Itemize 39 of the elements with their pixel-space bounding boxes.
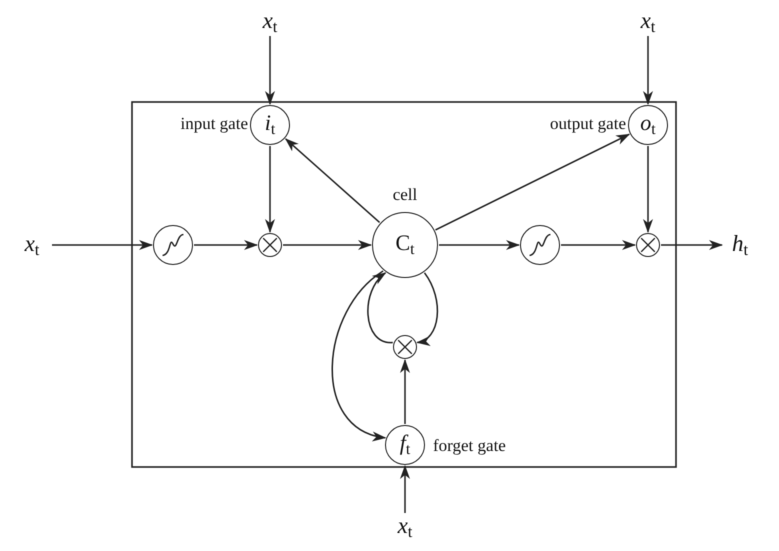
arrow (561, 240, 636, 250)
node-caption: output gate (550, 115, 626, 132)
variable-symbol: x$_{t}$ (398, 514, 412, 540)
cell-circle (372, 212, 438, 278)
variable-symbol: x$_{t}$ (640, 8, 656, 36)
node-caption: forget gate (433, 437, 506, 454)
arrow (661, 240, 723, 250)
squash-circle (520, 225, 560, 265)
node-caption: cell (392, 186, 418, 203)
arrow (643, 146, 653, 233)
variable-symbol: h$_{t}$ (732, 232, 748, 258)
gate-circle (385, 425, 425, 465)
squash-circle (153, 225, 193, 265)
arrow (400, 359, 410, 424)
gate-circle (628, 105, 668, 145)
arrow (194, 240, 258, 250)
multiply-circle (636, 233, 660, 257)
multiply-circle (258, 233, 282, 257)
arrow (284, 138, 380, 223)
multiply-circle (393, 335, 417, 359)
variable-symbol: x$_{t}$ (24, 232, 40, 258)
arrow (435, 134, 630, 231)
arrow (439, 240, 520, 250)
arrow (283, 240, 372, 250)
arrow (416, 272, 438, 344)
gate-symbol: i$_{t}$ (264, 112, 276, 138)
node-caption: input gate (180, 115, 248, 132)
gate-symbol: C$_{t}$ (395, 232, 415, 258)
arrow (52, 240, 153, 250)
arrow (400, 465, 410, 513)
gate-symbol: f$_{t}$ (400, 432, 410, 458)
arrow (332, 270, 386, 440)
arrow (643, 36, 653, 105)
arrow (265, 146, 275, 233)
arrow (367, 272, 393, 344)
gate-symbol: o$_{t}$ (640, 112, 656, 138)
variable-symbol: x$_{t}$ (262, 8, 278, 36)
gate-circle (250, 105, 290, 145)
arrow (265, 36, 275, 105)
